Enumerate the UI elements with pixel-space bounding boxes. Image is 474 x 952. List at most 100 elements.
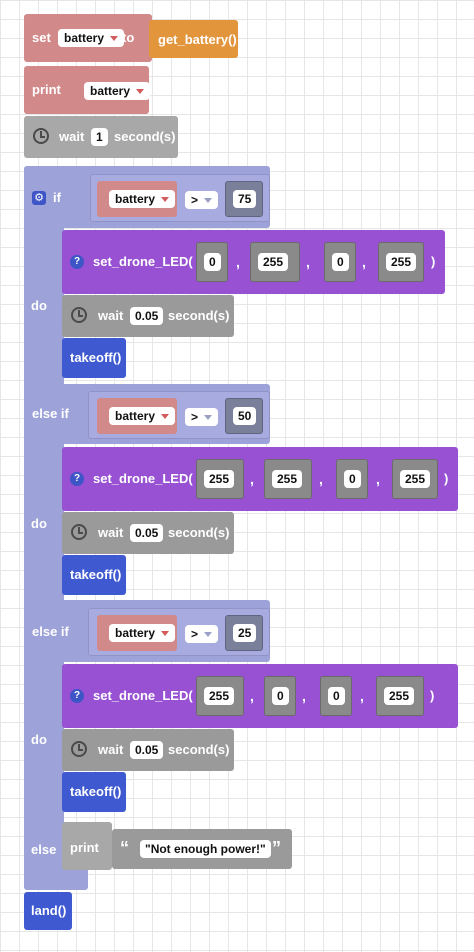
wait-unit-label: second(s) (168, 525, 230, 540)
text-string-block[interactable]: “ "Not enough power!" ” (112, 829, 292, 869)
set-drone-led-block-1[interactable]: ? set_drone_LED( 0 , 255 , 0 , 255 ) (62, 230, 445, 294)
do-label-3: do (31, 732, 47, 747)
print-variable-dropdown[interactable]: battery (84, 82, 151, 100)
gear-icon[interactable]: ⚙ (32, 191, 46, 205)
compare-block-3[interactable]: battery > 25 (88, 608, 270, 656)
condition-variable-dropdown[interactable]: battery (109, 624, 176, 642)
separator: , (250, 471, 254, 487)
else-label: else (31, 842, 57, 857)
separator: , (236, 254, 240, 270)
battery-var-block-1[interactable]: battery (97, 181, 177, 217)
wait-value-field[interactable]: 1 (91, 128, 108, 146)
led-arg-field[interactable]: 255 (384, 687, 415, 705)
operator-dropdown[interactable]: > (185, 191, 219, 209)
battery-var-block-3[interactable]: battery (97, 615, 177, 651)
led-arg-field[interactable]: 255 (400, 470, 431, 488)
to-keyword: to (122, 30, 135, 45)
compare-block-1[interactable]: battery > 75 (90, 174, 270, 222)
separator: , (360, 688, 364, 704)
condition-variable-dropdown[interactable]: battery (109, 407, 176, 425)
led-arg-field[interactable]: 0 (328, 687, 345, 705)
get-battery-block[interactable]: get_battery() (149, 20, 238, 58)
led-fn-label: set_drone_LED( (93, 688, 193, 703)
led-arg-field[interactable]: 255 (272, 470, 303, 488)
separator: , (306, 254, 310, 270)
takeoff-block-2[interactable]: takeoff() (62, 555, 126, 595)
set-drone-led-block-2[interactable]: ? set_drone_LED( 255 , 255 , 0 , 255 ) (62, 447, 458, 511)
wait-block-3[interactable]: wait 0.05 second(s) (62, 729, 234, 771)
if-else-block[interactable] (24, 166, 64, 890)
clock-icon (71, 524, 87, 540)
takeoff-block-1[interactable]: takeoff() (62, 338, 126, 378)
wait-unit-label: second(s) (168, 308, 230, 323)
wait-keyword: wait (59, 129, 85, 144)
wait-value-field[interactable]: 0.05 (130, 741, 164, 759)
wait-keyword: wait (98, 742, 124, 757)
wait-unit-label: second(s) (168, 742, 230, 757)
takeoff-label: takeoff() (70, 567, 122, 582)
led-fn-label: set_drone_LED( (93, 254, 193, 269)
else-if-label: else if (32, 624, 69, 639)
variable-dropdown[interactable]: battery (58, 29, 125, 47)
text-string-field[interactable]: "Not enough power!" (140, 840, 271, 858)
led-arg-field[interactable]: 255 (204, 687, 235, 705)
quote-open: “ (120, 838, 129, 858)
battery-var-block-2[interactable]: battery (97, 398, 177, 434)
do-label-2: do (31, 516, 47, 531)
separator: , (319, 471, 323, 487)
help-icon[interactable]: ? (70, 472, 84, 486)
led-close-paren: ) (431, 254, 436, 269)
led-arg-field[interactable]: 0 (344, 470, 361, 488)
operator-dropdown[interactable]: > (185, 625, 219, 643)
separator: , (376, 471, 380, 487)
clock-icon (71, 741, 87, 757)
takeoff-label: takeoff() (70, 784, 122, 799)
led-arg-slot (264, 676, 296, 716)
led-fn-label: set_drone_LED( (93, 471, 193, 486)
wait-value-field[interactable]: 0.05 (130, 524, 164, 542)
led-arg-field[interactable]: 0 (332, 253, 349, 271)
if-label: if (53, 190, 61, 205)
get-battery-label: get_battery() (158, 32, 237, 47)
do-label-1: do (31, 298, 47, 313)
land-label: land() (31, 903, 67, 918)
print-keyword: print (32, 82, 61, 97)
wait-unit-label: second(s) (114, 129, 176, 144)
led-close-paren: ) (430, 688, 435, 703)
led-arg-field[interactable]: 255 (204, 470, 235, 488)
help-icon[interactable]: ? (70, 689, 84, 703)
wait-block-1[interactable]: wait 0.05 second(s) (62, 295, 234, 337)
operator-dropdown[interactable]: > (185, 408, 219, 426)
set-keyword: set (32, 30, 51, 45)
led-arg-field[interactable]: 255 (258, 253, 289, 271)
threshold-field[interactable]: 25 (233, 624, 257, 642)
else-print-block[interactable]: print (62, 822, 112, 870)
threshold-field[interactable]: 50 (233, 407, 257, 425)
compare-block-2[interactable]: battery > 50 (88, 391, 270, 439)
led-arg-field[interactable]: 0 (272, 687, 289, 705)
land-block[interactable]: land() (24, 892, 72, 930)
led-close-paren: ) (444, 471, 449, 486)
threshold-field[interactable]: 75 (233, 190, 257, 208)
set-variable-block[interactable]: set battery to (24, 14, 152, 62)
help-icon[interactable]: ? (70, 255, 84, 269)
print-block[interactable]: print battery (24, 66, 151, 114)
quote-close: ” (272, 838, 281, 858)
takeoff-block-3[interactable]: takeoff() (62, 772, 126, 812)
wait-value-field[interactable]: 0.05 (130, 307, 164, 325)
condition-variable-dropdown[interactable]: battery (109, 190, 176, 208)
separator: , (250, 688, 254, 704)
separator: , (302, 688, 306, 704)
wait-block-2[interactable]: wait 0.05 second(s) (62, 512, 234, 554)
set-drone-led-block-3[interactable]: ? set_drone_LED( 255 , 0 , 0 , 255 ) (62, 664, 458, 728)
wait-keyword: wait (98, 525, 124, 540)
led-arg-field[interactable]: 0 (204, 253, 221, 271)
print-keyword: print (70, 840, 99, 855)
wait-block[interactable]: wait 1 second(s) (24, 116, 178, 158)
clock-icon (33, 128, 49, 144)
else-if-label: else if (32, 406, 69, 421)
wait-keyword: wait (98, 308, 124, 323)
led-arg-field[interactable]: 255 (386, 253, 417, 271)
separator: , (362, 254, 366, 270)
takeoff-label: takeoff() (70, 350, 122, 365)
